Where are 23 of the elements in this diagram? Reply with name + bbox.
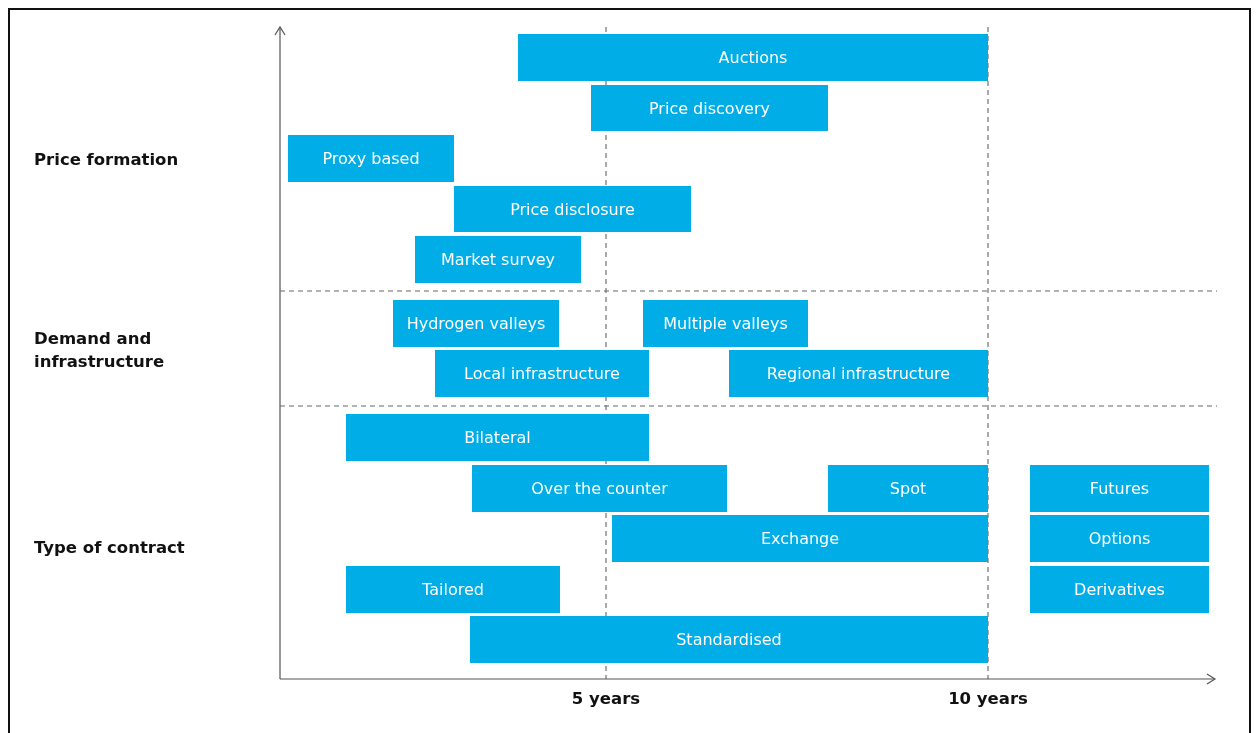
axis-tick-label: 5 years (571, 689, 641, 708)
timeline-bar: Derivatives (1030, 566, 1209, 613)
timeline-bar: Proxy based (288, 135, 454, 182)
timeline-bar: Local infrastructure (435, 350, 649, 397)
timeline-bar: Price disclosure (454, 186, 691, 232)
timeline-bar: Bilateral (346, 414, 649, 461)
timeline-bar: Multiple valleys (643, 300, 808, 347)
timeline-bar: Exchange (612, 515, 988, 562)
timeline-bar: Over the counter (472, 465, 727, 512)
timeline-bar: Tailored (346, 566, 560, 613)
timeline-bar: Price discovery (591, 85, 828, 131)
timeline-bar: Auctions (518, 34, 988, 81)
timeline-bar: Standardised (470, 616, 988, 663)
row-heading: Price formation (34, 149, 180, 171)
row-heading: Demand and infrastructure (34, 328, 166, 373)
row-heading: Type of contract (34, 537, 186, 559)
timeline-bar: Regional infrastructure (729, 350, 988, 397)
timeline-bar: Hydrogen valleys (393, 300, 559, 347)
axis-tick-label: 10 years (948, 689, 1028, 708)
timeline-bar: Futures (1030, 465, 1209, 512)
timeline-bar: Market survey (415, 236, 581, 283)
timeline-bar: Spot (828, 465, 988, 512)
timeline-bar: Options (1030, 515, 1209, 562)
